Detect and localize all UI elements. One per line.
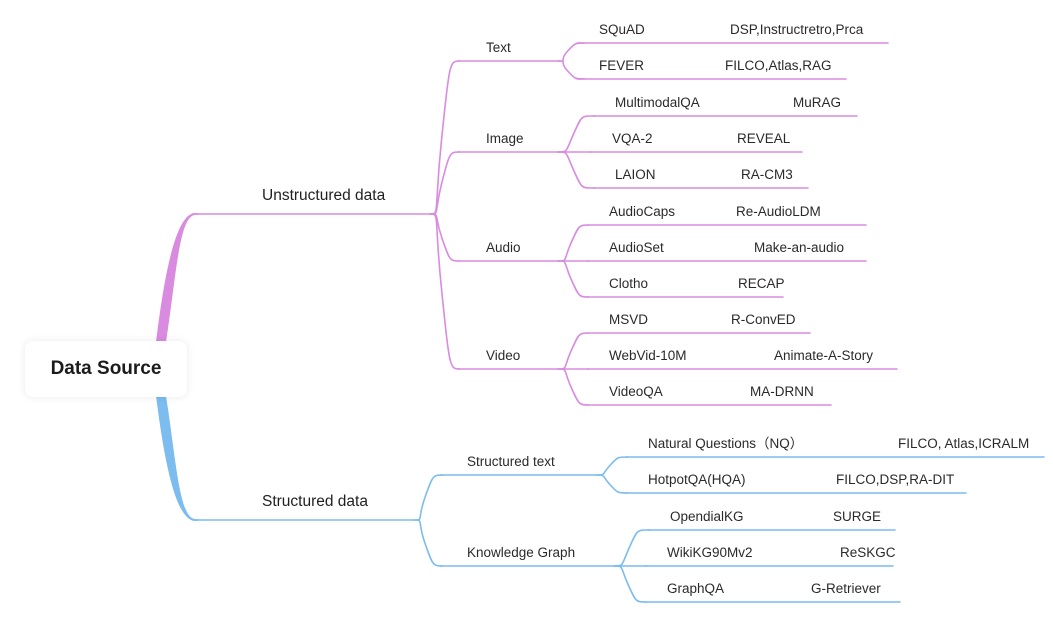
methods-label-audioset[interactable]: Make-an-audio [754, 240, 845, 255]
group-label-text[interactable]: Text [486, 40, 511, 55]
dataset-label-webvid-10m[interactable]: WebVid-10M [609, 348, 687, 363]
connector-videoqa [557, 368, 590, 406]
methods-label-webvid-10m[interactable]: Animate-A-Story [774, 348, 874, 363]
group-label-structured-text[interactable]: Structured text [467, 454, 555, 469]
methods-label-hotpotqa-hqa[interactable]: FILCO,DSP,RA-DIT [836, 472, 955, 487]
dataset-label-opendialkg[interactable]: OpendialKG [670, 509, 744, 524]
connector-graphqa [613, 565, 648, 603]
branch-trunk-unstructured [156, 213, 199, 342]
connector-audiocaps [557, 224, 590, 262]
dataset-label-natural-questions-nq[interactable]: Natural Questions（NQ） [648, 436, 804, 451]
connector-hotpotqa-hqa [595, 474, 629, 494]
group-label-audio[interactable]: Audio [486, 240, 521, 255]
methods-label-videoqa[interactable]: MA-DRNN [750, 384, 814, 399]
dataset-label-graphqa[interactable]: GraphQA [667, 581, 725, 596]
connector-video [429, 213, 460, 370]
methods-label-natural-questions-nq[interactable]: FILCO, Atlas,ICRALM [898, 436, 1030, 451]
branch-label-structured[interactable]: Structured data [262, 493, 368, 510]
branch-label-unstructured[interactable]: Unstructured data [262, 187, 386, 204]
connector-structured-text [413, 474, 443, 521]
connector-laion [557, 151, 596, 189]
dataset-label-hotpotqa-hqa[interactable]: HotpotQA(HQA) [648, 472, 746, 487]
dataset-label-clotho[interactable]: Clotho [609, 276, 649, 291]
branch-trunk-structured [156, 396, 199, 521]
methods-label-vqa-2[interactable]: REVEAL [737, 131, 791, 146]
methods-label-wikikg90mv2[interactable]: ReSKGC [840, 545, 896, 560]
dataset-label-wikikg90mv2[interactable]: WikiKG90Mv2 [667, 545, 753, 560]
connector-clotho [557, 260, 590, 298]
dataset-label-multimodalqa[interactable]: MultimodalQA [615, 95, 700, 110]
connector-multimodalqa [557, 115, 596, 153]
methods-label-squad[interactable]: DSP,Instructretro,Prca [730, 22, 864, 37]
dataset-label-audiocaps[interactable]: AudioCaps [609, 204, 676, 219]
connector-opendialkg [613, 529, 651, 567]
root-node[interactable]: Data Source [25, 341, 187, 397]
connector-msvd [557, 332, 590, 370]
group-label-video[interactable]: Video [486, 348, 521, 363]
methods-label-opendialkg[interactable]: SURGE [833, 509, 882, 524]
connector-natural-questions-nq [595, 456, 629, 476]
root-label: Data Source [50, 358, 162, 379]
dataset-label-fever[interactable]: FEVER [599, 58, 645, 73]
connector-squad [557, 42, 585, 62]
methods-label-laion[interactable]: RA-CM3 [741, 167, 793, 182]
dataset-label-squad[interactable]: SQuAD [599, 22, 645, 37]
connector-fever [557, 60, 585, 80]
group-label-knowledge-graph[interactable]: Knowledge Graph [467, 545, 576, 560]
methods-label-msvd[interactable]: R-ConvED [731, 312, 796, 327]
connector-knowledge-graph [413, 519, 443, 567]
connector-text [429, 60, 460, 215]
methods-label-multimodalqa[interactable]: MuRAG [793, 95, 842, 110]
group-label-image[interactable]: Image [486, 131, 524, 146]
dataset-label-vqa-2[interactable]: VQA-2 [612, 131, 653, 146]
methods-label-graphqa[interactable]: G-Retriever [811, 581, 881, 596]
methods-label-audiocaps[interactable]: Re-AudioLDM [736, 204, 821, 219]
dataset-label-audioset[interactable]: AudioSet [609, 240, 664, 255]
dataset-label-msvd[interactable]: MSVD [609, 312, 649, 327]
methods-label-fever[interactable]: FILCO,Atlas,RAG [725, 58, 832, 73]
dataset-label-videoqa[interactable]: VideoQA [609, 384, 663, 399]
dataset-label-laion[interactable]: LAION [615, 167, 656, 182]
methods-label-clotho[interactable]: RECAP [738, 276, 785, 291]
connector-audio [429, 213, 460, 262]
connector-image [429, 151, 460, 215]
